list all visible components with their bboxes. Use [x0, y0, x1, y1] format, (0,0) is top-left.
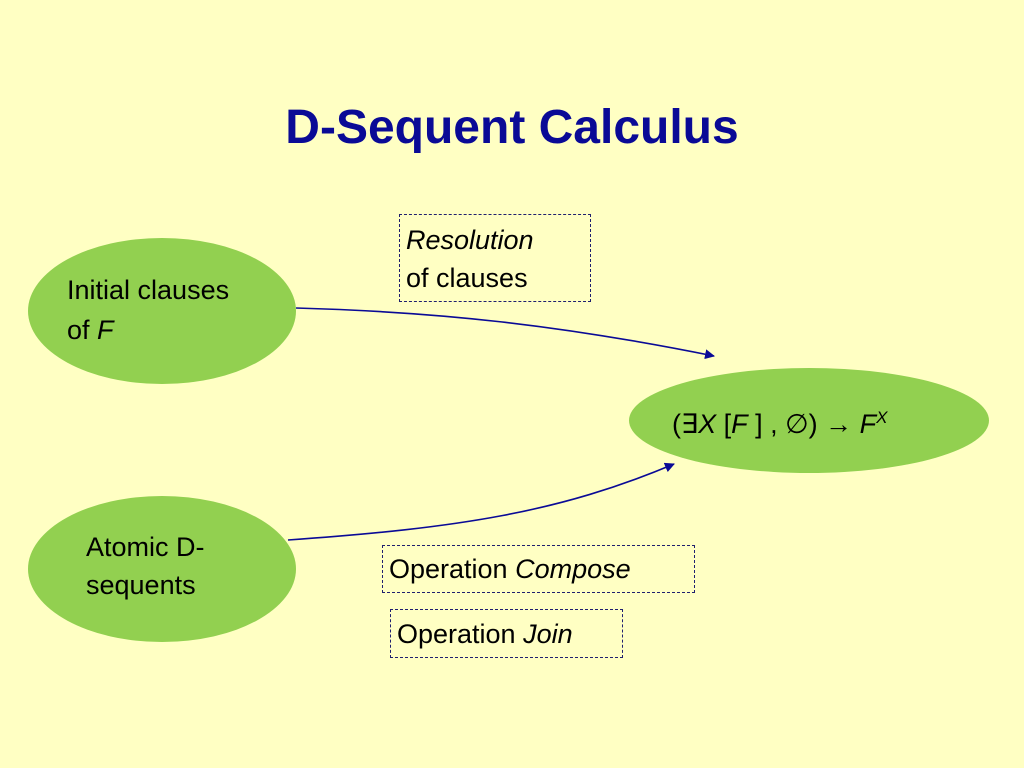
bracket-close: ] ,	[747, 409, 786, 439]
atomic-dsequents-line1: Atomic D-	[86, 532, 205, 562]
arrow-from-initial-clauses	[295, 307, 715, 360]
result-formula: (∃X [F ] , ∅) → FX	[672, 398, 972, 444]
bracket-open: [	[716, 409, 732, 439]
result-ellipse	[629, 368, 989, 473]
resolution-word: Resolution	[406, 225, 534, 255]
initial-clauses-line2: of F	[67, 310, 287, 350]
paren-close: )	[808, 409, 818, 439]
compose-label-box: Operation Compose	[382, 545, 695, 593]
slide-title: D-Sequent Calculus	[285, 101, 739, 154]
initial-clauses-of: of	[67, 315, 98, 345]
variable-x: X	[698, 409, 717, 439]
atomic-dsequents-line2: sequents	[86, 570, 196, 600]
arrow-from-atomic-dsequents	[287, 462, 675, 541]
variable-f: F	[97, 315, 114, 345]
empty-set-symbol: ∅	[785, 409, 809, 439]
paren-open: (	[672, 409, 681, 439]
atomic-dsequents-ellipse	[28, 496, 296, 642]
implies-arrow: →	[817, 409, 860, 439]
join-name: Join	[523, 619, 573, 649]
resolution-label-box: Resolution of clauses	[399, 214, 591, 302]
atomic-dsequents-text: Atomic D- sequents	[86, 528, 266, 604]
result-superscript-x: X	[876, 408, 888, 427]
variable-f-inner: F	[731, 409, 748, 439]
result-variable-f: F	[859, 409, 877, 439]
initial-clauses-line1: Initial clauses	[67, 275, 230, 305]
join-label-box: Operation Join	[390, 609, 623, 658]
compose-name: Compose	[515, 554, 631, 584]
exists-symbol: ∃	[681, 409, 699, 439]
join-prefix: Operation	[397, 619, 524, 649]
initial-clauses-ellipse	[28, 238, 296, 384]
resolution-rest: of clauses	[406, 263, 528, 293]
compose-prefix: Operation	[389, 554, 516, 584]
initial-clauses-text: Initial clauses of F	[67, 270, 287, 350]
